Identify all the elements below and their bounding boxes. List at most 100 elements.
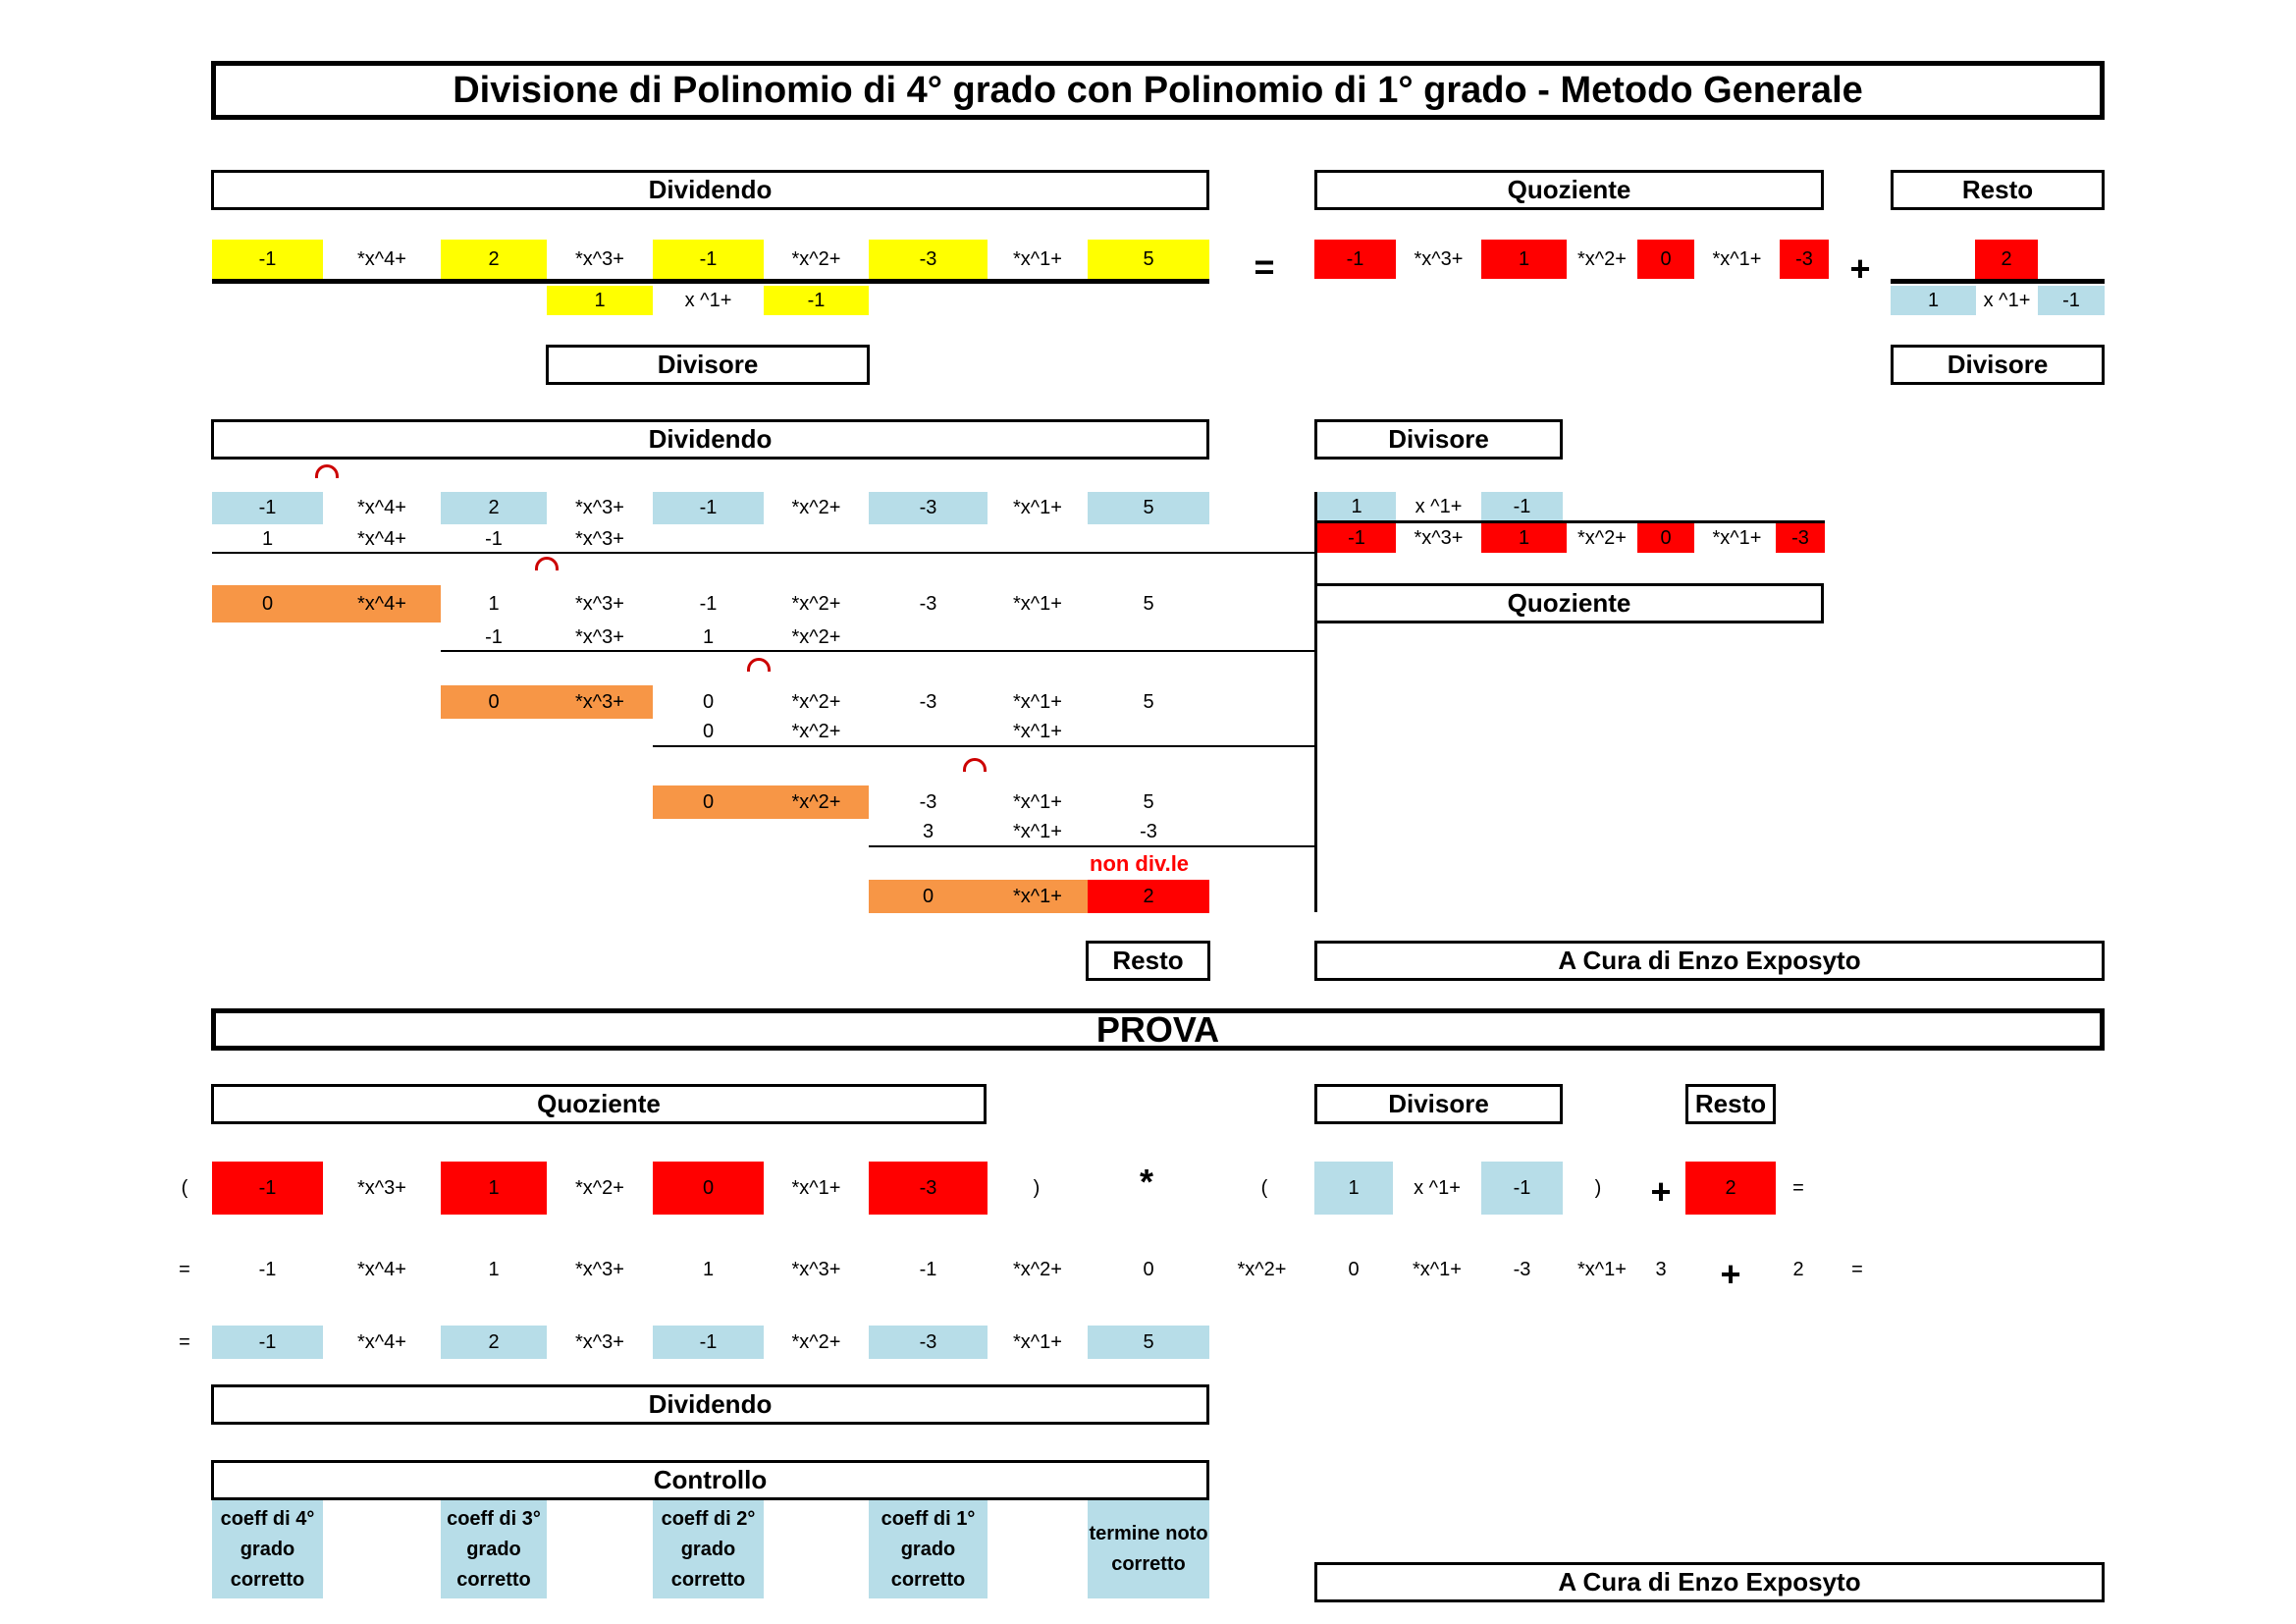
work-term-x1: *x^1+ [1013,497,1062,518]
exp-term-7: *x^1+ [1577,1258,1627,1280]
divisore-label-right: Divisore [1891,345,2105,385]
res-coef-x0: 5 [1088,1326,1209,1359]
prova-term-x2: *x^2+ [575,1176,624,1199]
quotient-coef-x0: -3 [1780,240,1829,279]
exp-coef-4: -1 [919,1258,937,1280]
rem1-coef-x1: -3 [919,592,937,615]
control-x1: coeff di 1° grado corretto [869,1500,988,1598]
exp-coef-8: 3 [1655,1258,1667,1280]
control-x4: coeff di 4° grado corretto [212,1500,323,1598]
exp-equals-2: = [1851,1258,1863,1280]
dividend-coef-x4: -1 [212,240,323,279]
sub4-coef-x1: 3 [922,820,934,842]
work-divisor-coef-x1: 1 [1317,492,1396,521]
rem1-coef-x0: 5 [1143,592,1154,615]
sub3-line [653,745,1316,747]
rem2-term-x1: *x^1+ [1013,690,1062,713]
exp-term-6: *x^1+ [1413,1258,1462,1280]
work-divisor-coef-x0: -1 [1481,492,1563,521]
prova-open-paren: ( [181,1176,188,1199]
prova-quotient-x1: 0 [653,1162,764,1215]
fraction-line [212,279,1209,284]
term-x4: *x^4+ [357,247,406,270]
sub3-term-x1: *x^1+ [1013,720,1062,742]
remainder-value: 2 [1975,240,2038,279]
controllo-header: Controllo [211,1460,1209,1500]
control-x2: coeff di 2° grado corretto [653,1500,764,1598]
work-quotient-coef-x1: 0 [1637,523,1694,553]
res-coef-x4: -1 [212,1326,323,1359]
dividend-coef-x0: 5 [1088,240,1209,279]
quotient-coef-x3: -1 [1314,240,1396,279]
sub1-term-x4: *x^4+ [357,527,406,550]
exp-coef-6: 0 [1348,1258,1360,1280]
quotient-coef-x1: 0 [1637,240,1694,279]
sub2-term-x3: *x^3+ [575,625,624,648]
exp-coef-2: 1 [488,1258,500,1280]
work-divisor-term: x ^1+ [1415,495,1463,517]
rem2-coef-x1: -3 [919,690,937,713]
resto-label: Resto [1086,941,1210,981]
sub1-coef-x3: -1 [485,527,503,550]
rem2-term-x3: *x^3+ [547,685,653,719]
sub1-line [212,552,1316,554]
sub4-coef-x0: -3 [1140,820,1157,842]
res-equals: = [179,1330,190,1353]
credit-label: A Cura di Enzo Exposyto [1314,941,2105,981]
sub1-term-x3: *x^3+ [575,527,624,550]
prova-divisore-header: Divisore [1314,1084,1563,1124]
divisor-coef-x0: -1 [764,286,869,315]
plus-sign: + [1849,248,1871,289]
exp-term-5: *x^2+ [1237,1258,1287,1280]
rem1-term-x1: *x^1+ [1013,592,1062,615]
credit-label-bottom: A Cura di Enzo Exposyto [1314,1562,2105,1602]
rem4-term-x1: *x^1+ [988,880,1088,913]
dividendo-header-2: Dividendo [211,419,1209,460]
prova-header: PROVA [211,1008,2105,1051]
sub2-term-x2: *x^2+ [791,625,841,648]
quoziente-header: Quoziente [1314,170,1824,210]
remainder-divisor-coef-x1: 1 [1891,286,1976,315]
control-x3: coeff di 3° grado corretto [441,1500,547,1598]
rem1-term-x4: *x^4+ [323,585,441,623]
res-term-x1: *x^1+ [1013,1330,1062,1353]
rem1-coef-x3: 1 [488,592,500,615]
rem3-coef-x1: -3 [919,790,937,813]
exp-coef-1: -1 [258,1258,277,1280]
quoziente-label-2: Quoziente [1314,583,1824,623]
work-quotient-term-x1: *x^1+ [1712,526,1762,549]
prova-quoziente-header: Quoziente [211,1084,987,1124]
prova-close-paren-2: ) [1594,1176,1602,1199]
sub1-coef-x4: 1 [261,527,274,550]
final-remainder: 2 [1088,880,1209,913]
page-title: Divisione di Polinomio di 4° grado con P… [211,61,2105,120]
exp-coef-7: -3 [1513,1258,1531,1280]
resto-header: Resto [1891,170,2105,210]
control-x0: termine noto corretto [1088,1500,1209,1598]
divisor-coef-x1: 1 [547,286,653,315]
dividend-coef-x1: -3 [869,240,988,279]
sub2-line [441,650,1316,652]
res-coef-x2: -1 [653,1326,764,1359]
res-coef-x3: 2 [441,1326,547,1359]
work-quotient-coef-x3: -1 [1317,523,1396,553]
rem1-term-x3: *x^3+ [575,592,624,615]
term-x2: *x^2+ [791,247,841,270]
exp-term-4: *x^2+ [1013,1258,1062,1280]
remainder-divisor-term: x ^1+ [1983,289,2031,311]
work-coef-x4: -1 [212,492,323,524]
sub2-coef-x3: -1 [485,625,503,648]
divisor-term-x1: x ^1+ [684,289,732,311]
work-quotient-coef-x0: -3 [1776,523,1825,553]
rem3-term-x2: *x^2+ [764,785,869,819]
res-coef-x1: -3 [869,1326,988,1359]
work-term-x3: *x^3+ [575,497,624,518]
rem3-coef-x0: 5 [1143,790,1154,813]
prova-divisor-x0: -1 [1481,1162,1563,1215]
exp-coef-5: 0 [1143,1258,1154,1280]
exp-coef-9: 2 [1792,1258,1804,1280]
prova-quotient-x3: -1 [212,1162,323,1215]
prova-equals-1: = [1792,1176,1804,1199]
prova-close-paren: ) [1033,1176,1041,1199]
